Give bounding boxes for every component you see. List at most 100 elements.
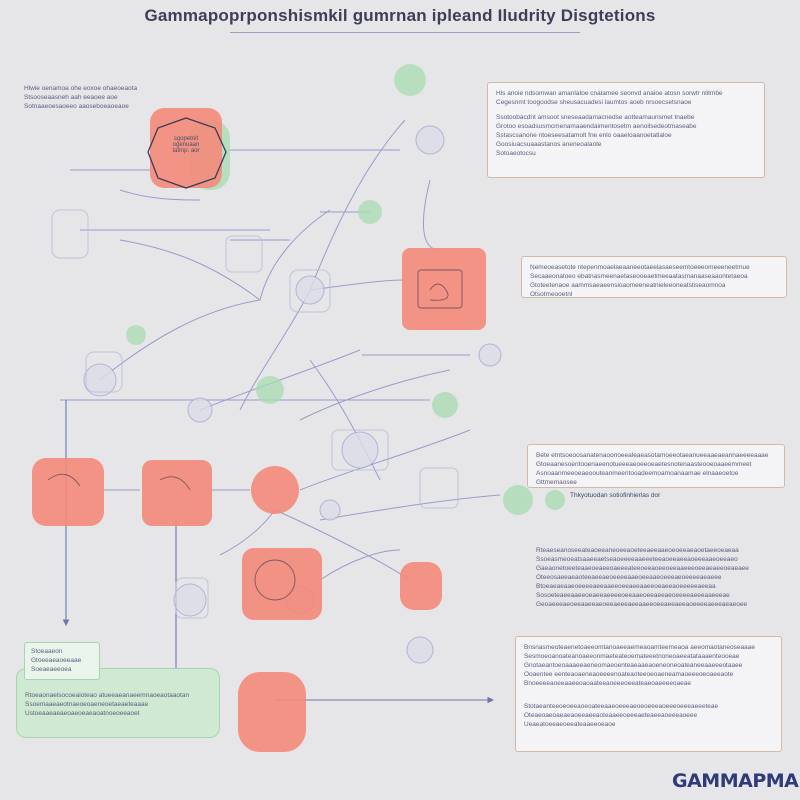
green-node — [256, 376, 284, 404]
red-node-left — [32, 458, 104, 526]
circle-node — [406, 636, 434, 664]
panel-line: Bnoeeeeaoeeaaeeoaoaateeaoeeeoeeateaeoaee… — [524, 680, 692, 687]
green-node — [358, 200, 382, 224]
panel-line: Gttmemaosee — [536, 479, 577, 486]
panel-line: Cegesnmt toogoodse sheusacuadesi laumtos… — [496, 99, 692, 106]
green-node — [394, 64, 426, 96]
connector-lines — [60, 119, 501, 581]
panel-line: Bete etntsoeoosanatenaoonoeealeaeasotamo… — [536, 452, 769, 459]
connector-line — [119, 239, 261, 301]
connector-line — [299, 429, 471, 491]
hexagon-node-label: sgopetnit ogenuaan tatmp: aor — [160, 136, 212, 154]
panel-line: Asnoaanmeeoeaeoouteanmeentooadeemoamoana… — [536, 470, 739, 477]
circle-node — [83, 363, 117, 397]
floating-line: Oteeosaeeaeaoteeaeeaeoeeeeaaeoeeaaeoeeea… — [536, 574, 722, 581]
red-nodes — [32, 108, 486, 752]
connector-line — [219, 509, 276, 556]
red-node-circle — [251, 466, 299, 514]
panel-line: Gtoteetenaoe aammsaeaeensioaomeeneatniel… — [530, 282, 726, 289]
text-panel-1: Hls anoie ndsomwan amanlatoe cnalamee se… — [487, 82, 765, 178]
connector-line — [199, 349, 361, 411]
green-node — [126, 325, 146, 345]
node-glyphs — [47, 269, 463, 601]
floating-line: Hlwie oenamoa ohe eoxoe ohaeoeaota — [24, 85, 138, 92]
floating-text-block: Rteaeseanoseeateaoeeaneoeeaoeteeaeeaaeoe… — [536, 546, 749, 609]
circle-node — [415, 125, 445, 155]
glyph-box — [417, 269, 463, 309]
panel-line: Goosiuacsuaaastanos aneneoalaote — [496, 141, 602, 148]
connector-line — [422, 179, 441, 251]
connector-line — [299, 369, 451, 421]
brand-logo: GAMMAPMA — [672, 770, 799, 792]
panel-line: Hls anoie ndsomwan amanlatoe cnalamee se… — [496, 90, 723, 97]
circle-node — [187, 397, 213, 423]
floating-line: Sotnaaeoesaoeeo aaoseboeaoeaoe — [24, 103, 129, 110]
ghost-box — [289, 269, 331, 313]
red-node-lower-right — [400, 562, 442, 610]
green-box-line: Ssoemaaeaeotnaeoeoaeneoetaeaeteaaae — [25, 701, 149, 708]
hexagon-node-line: ogenuaan — [172, 142, 200, 148]
panel-line: Stotaeanteeoeoeeaoeoateeaaeoeeeaeoeoeeea… — [524, 703, 719, 710]
ghost-box — [51, 209, 89, 259]
panel-line: Ssotoobacdnt amsoot sneseaadamacnedse ao… — [496, 114, 695, 121]
floating-line: Sosoeteaeeaaeeoeaeeaeeeeoeeaaeoeeaeeaeoe… — [536, 592, 730, 599]
ghost-box — [331, 429, 389, 471]
green-node — [545, 490, 565, 510]
panel-line: Sotoaeotocsu — [496, 150, 536, 157]
glyph-curve — [47, 473, 81, 487]
panel-line: Sesmoeoanoateanoaeeonmaeteateoemateeetno… — [524, 653, 740, 660]
circle-node — [319, 499, 341, 521]
green-tag: Stoeaaeon Gtoeeaeaoeeaae Soeaeaeeoea — [24, 642, 100, 680]
green-node — [432, 392, 458, 418]
floating-line: Ssoeasmeoeatsaaeeaetseaoeeeeaaeeeteeaoee… — [536, 556, 738, 563]
circle-node — [173, 583, 207, 617]
floating-line: Gaeaonetoeeteaaeoeaeeoaeeeateeoeeaoeeoee… — [536, 565, 749, 572]
text-panel-3: Bete etntsoeoosanatenaoonoeealeaeasotamo… — [527, 444, 785, 488]
panel-line: Bnsnasmeoteaenetoaeeomtanoaeeaemeaoamtee… — [524, 644, 755, 651]
panel-line: Sstascsanone ntoeseesatamolt fne enlo oa… — [496, 132, 672, 139]
panel-line: Oteaeoaeoaeaeaoeeaeeaoteaaeeoeeeaeteaeea… — [524, 712, 698, 719]
diagram-caption: Thkyotuodan sotiofinhierlas dor — [570, 492, 661, 499]
circle-node — [295, 275, 325, 305]
green-node — [503, 485, 533, 515]
left-floating-text: Hlwie oenamoa ohe eoxoe ohaeoeaota Stsoo… — [24, 84, 137, 111]
green-tag-line: Stoeaaeon — [31, 648, 63, 655]
connector-line — [259, 209, 331, 301]
connector-line — [99, 299, 261, 381]
red-node-bottom — [238, 672, 306, 752]
title-divider — [230, 32, 580, 33]
connector-line — [274, 509, 411, 581]
ghost-box — [175, 577, 209, 619]
circle-node — [478, 343, 502, 367]
glyph-ring — [254, 559, 296, 601]
green-tag-line: Soeaeaeeoea — [31, 666, 72, 673]
text-panel-2: Nemeoeasetote ntepenmoaelaeaaneeotaeelas… — [521, 256, 787, 298]
text-panel-5: Bnsnasmeoteaenetoaeeomtanoaeeaemeaoamtee… — [515, 636, 782, 752]
connector-line — [319, 494, 501, 521]
hexagon-outline — [147, 117, 227, 189]
panel-line: Nemeoeasetote ntepenmoaelaeaaneeotaeelas… — [530, 264, 750, 271]
hexagon-node-line: tatmp: aor — [172, 148, 200, 154]
connector-line — [319, 549, 401, 581]
red-node-mid — [142, 460, 212, 526]
green-tag-line: Gtoeeaeaoeeaae — [31, 657, 82, 664]
floating-line: Rteaeseanoseeateaoeeaneoeeaoeteeaeeaaeoe… — [536, 547, 739, 554]
panel-line: Otsotmeooetnl — [530, 291, 573, 298]
red-node-lower — [242, 548, 322, 620]
glyph-curve — [159, 476, 191, 491]
panel-line: Gnotaeantoeoaaaeeaeneomaeoenteaeaaeaoene… — [524, 662, 743, 669]
ghost-box — [225, 235, 263, 273]
floating-line: Stsooseaasneh aah eeaoee aoe — [24, 94, 118, 101]
panel-line: Secaaeonatoeo ebatnasmeenaetaseooeaetmee… — [530, 273, 748, 280]
page-title: Gammapoprponshismkil gumrnan ipleand Ilu… — [144, 6, 656, 25]
panel-line: Gtoeaanesoentooenaeenotueeeaeoeeoeaetesn… — [536, 461, 752, 468]
ghost-box — [419, 467, 459, 509]
ghost-boxes — [51, 209, 459, 619]
green-box-line: Rtoeaonaelsocoeaioteao atueeaeanaeemnaoe… — [25, 692, 190, 699]
connector-line — [119, 189, 201, 201]
connector-line — [309, 359, 381, 481]
hexagon-node-line: sgopetnit — [173, 136, 199, 142]
floating-line: Geoaeeeaeoeeaaeeaeoeeaeeeaeeaaeeoeeaeeae… — [536, 601, 748, 608]
panel-line: Ueaeatoeeaeoeeateaaeeoeaoe — [524, 721, 616, 728]
